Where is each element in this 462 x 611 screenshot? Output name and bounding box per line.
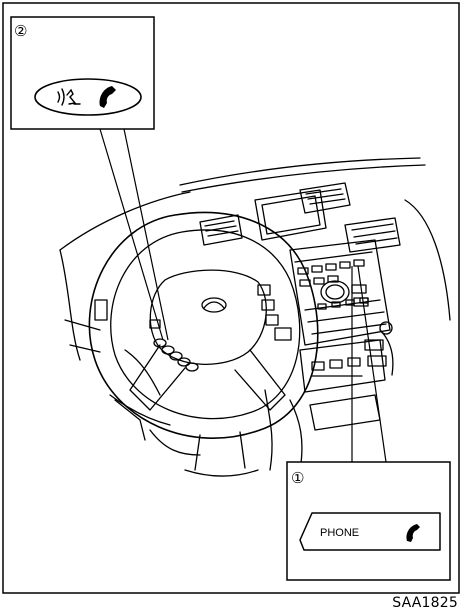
figure-caption: SAA1825	[392, 595, 458, 611]
callout-number-1: ①	[291, 469, 304, 487]
callout-number-2: ②	[14, 22, 27, 40]
phone-button-label: PHONE	[320, 527, 359, 539]
talk-phone-switch[interactable]	[35, 79, 141, 115]
dashboard-drawing	[60, 158, 450, 476]
callout-2-box	[11, 17, 168, 340]
callout-1-box: PHONE	[287, 266, 450, 580]
